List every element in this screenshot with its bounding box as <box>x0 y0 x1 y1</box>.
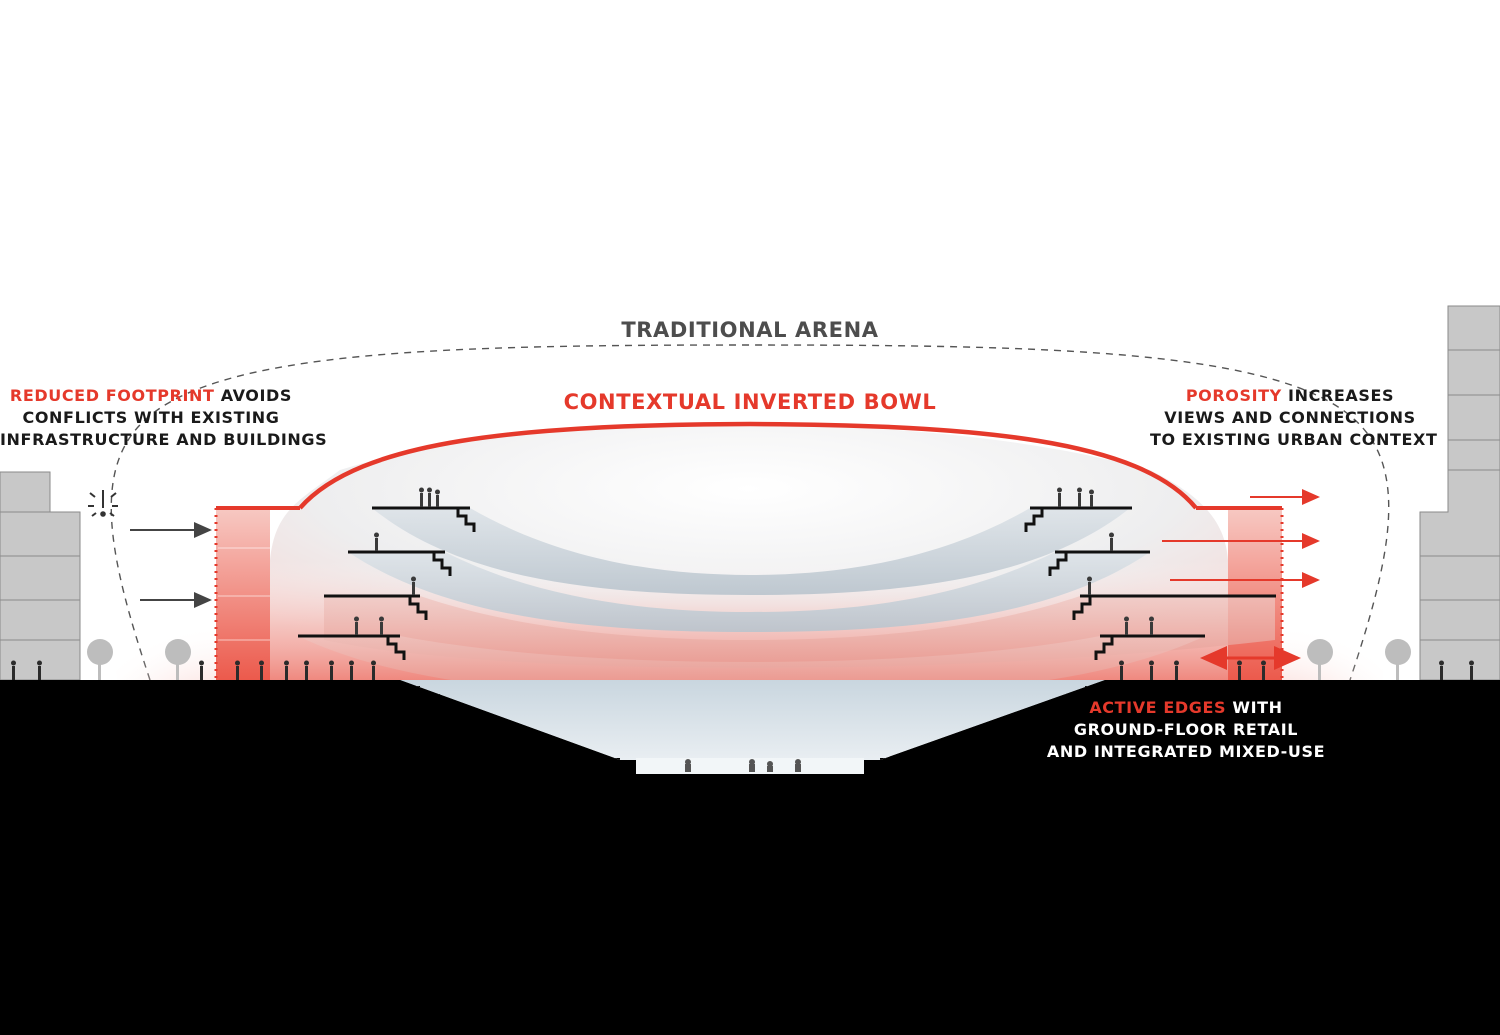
ground-section <box>0 680 1500 1035</box>
contextual-bowl-label: CONTEXTUAL INVERTED BOWL <box>563 390 937 414</box>
active-edges-note: ACTIVE EDGES WITH GROUND-FLOOR RETAIL AN… <box>1040 697 1332 763</box>
players <box>685 759 801 772</box>
footprint-line1: AVOIDS <box>214 386 293 405</box>
porosity-line2: VIEWS AND CONNECTIONS <box>1164 408 1416 427</box>
lower-bowl-steps-right <box>880 680 1105 760</box>
porosity-note: POROSITY INCREASES VIEWS AND CONNECTIONS… <box>1150 385 1438 451</box>
footprint-line2: CONFLICTS WITH EXISTING <box>22 408 280 427</box>
trees <box>87 639 1411 680</box>
porosity-highlight: POROSITY <box>1185 386 1282 405</box>
left-perimeter-block <box>216 508 270 680</box>
contextual-bowl-roof <box>298 421 1198 510</box>
left-building <box>0 471 81 681</box>
active-edges-highlight: ACTIVE EDGES <box>1089 698 1227 717</box>
active-edges-line1: WITH <box>1226 698 1283 717</box>
porosity-line3: TO EXISTING URBAN CONTEXT <box>1150 430 1438 449</box>
right-building <box>1419 305 1500 681</box>
right-perimeter-block <box>1228 508 1282 680</box>
active-edges-line2: GROUND-FLOOR RETAIL <box>1073 720 1299 739</box>
traditional-arena-outline <box>110 344 1390 681</box>
footprint-highlight: REDUCED FOOTPRINT <box>9 386 215 405</box>
lower-bowl-steps-left <box>400 680 620 760</box>
lower-bowl <box>400 680 1105 760</box>
exclamation-burst-icon <box>88 490 118 517</box>
reduced-footprint-note: REDUCED FOOTPRINT AVOIDS CONFLICTS WITH … <box>0 385 328 451</box>
footprint-line3: INFRASTRUCTURE AND BUILDINGS <box>0 430 328 449</box>
pedestrians <box>11 660 1474 680</box>
spectators <box>354 487 1154 635</box>
porosity-line1: INCREASES <box>1281 386 1395 405</box>
traditional-arena-label: TRADITIONAL ARENA <box>621 318 879 342</box>
active-edges-line3: AND INTEGRATED MIXED-USE <box>1046 742 1326 761</box>
